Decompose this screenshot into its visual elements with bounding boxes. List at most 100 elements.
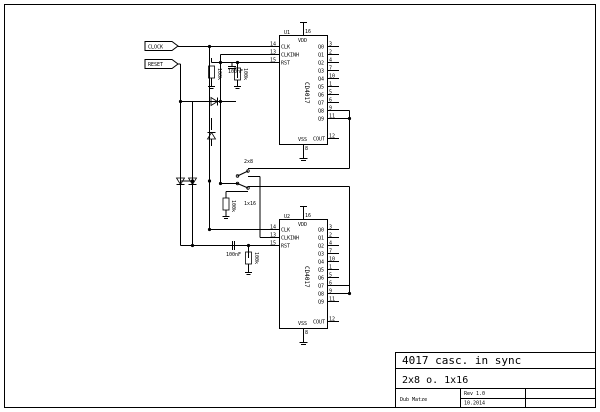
u2-q5-pin: 1 (329, 265, 332, 271)
r2-value: 100k (242, 68, 248, 80)
title-block-frame (395, 352, 596, 408)
u2-cout: COUT (313, 320, 325, 326)
u2-q8-pin: 9 (329, 289, 332, 295)
u2-outputs: Q0 Q1 Q2 Q3 Q4 Q5 Q6 Q7 Q8 Q9 COUT 3 2 4… (313, 225, 339, 326)
u1-q2: Q2 (318, 61, 324, 67)
clock-label: CLOCK (148, 45, 163, 51)
u1-q5-pin: 1 (329, 82, 332, 88)
u1-q8: Q8 (318, 109, 324, 115)
u1-pin-clkinh: CLKINH (281, 53, 299, 59)
u1-q2-pin: 4 (329, 58, 332, 64)
clock-port: CLOCK (144, 41, 179, 51)
u1-q6-pin: 5 (329, 90, 332, 96)
resistor-r2: 100k (234, 67, 248, 89)
resistor-r1: 100k (208, 65, 222, 89)
u2-q7: Q7 (318, 284, 324, 290)
u2-pin-rst: RST (281, 244, 290, 250)
u2-q8: Q8 (318, 292, 324, 298)
u2-chip: U2 VDD 16 VSS 8 CD4017 CLK CLKINH RST 14… (269, 206, 339, 345)
u2-q9: Q9 (318, 300, 324, 306)
u2-pin-clkinh: CLKINH (281, 236, 299, 242)
u1-q1: Q1 (318, 53, 324, 59)
u2-vdd-pin: 16 (305, 213, 311, 219)
c2-value: 100nF (226, 252, 241, 258)
u1-chip: U1 VDD 16 VSS 8 CD4017 CLK CLKINH RST 14… (269, 22, 339, 161)
r4-value: 100k (253, 252, 259, 264)
rev-text: Rev 1.0 (464, 391, 485, 397)
reset-label: RESET (148, 62, 163, 68)
switch-label-1x16: 1x16 (244, 201, 256, 207)
u1-vdd-label: VDD (298, 38, 307, 44)
u1-q4: Q4 (318, 77, 324, 83)
u2-q4: Q4 (318, 260, 324, 266)
r1-value: 100k (216, 68, 222, 80)
u2-q0: Q0 (318, 228, 324, 234)
u1-pin-clk: CLK (281, 45, 290, 51)
u1-q3: Q3 (318, 69, 324, 75)
switch-contacts (235, 169, 250, 190)
resistor-r3: 100k (222, 197, 236, 219)
title-block: 4017 casc. in sync 2x8 o. 1x16 Dub Matze… (395, 352, 596, 408)
c1-value: 100nF (228, 69, 243, 75)
u2-pin13: 13 (270, 233, 276, 239)
u1-q5: Q5 (318, 85, 324, 91)
u2-vss-label: VSS (298, 321, 307, 327)
u1-q9: Q9 (318, 117, 324, 123)
u1-part: CD4017 (303, 82, 310, 104)
capacitor-c2: 100nF (225, 241, 249, 258)
subtitle-text: 2x8 o. 1x16 (402, 375, 468, 386)
diode-d4 (187, 177, 198, 186)
u2-q3: Q3 (318, 252, 324, 258)
u2-q6: Q6 (318, 276, 324, 282)
u2-vss-pin: 8 (305, 330, 308, 336)
u2-pin-clk: CLK (281, 228, 290, 234)
u1-q0: Q0 (318, 45, 324, 51)
date-text: 10.2014 (464, 401, 485, 407)
u1-q7-pin: 6 (329, 98, 332, 104)
author-text: Dub Matze (400, 397, 427, 403)
u1-vss-pin: 8 (305, 146, 308, 152)
u1-cout: COUT (313, 137, 325, 143)
u2-pin14: 14 (270, 225, 276, 231)
r3-value: 100k (230, 200, 236, 212)
u1-pin14: 14 (270, 42, 276, 48)
wires (178, 46, 350, 294)
u2-q1: Q1 (318, 236, 324, 242)
u1-q0-pin: 3 (329, 42, 332, 48)
reset-port: RESET (144, 59, 179, 69)
u2-q6-pin: 5 (329, 273, 332, 279)
diode-d3 (175, 177, 186, 186)
u1-vss-label: VSS (298, 137, 307, 143)
u1-q8-pin: 9 (329, 106, 332, 112)
u2-q9-pin: 11 (329, 297, 335, 303)
u1-ref: U1 (284, 30, 290, 36)
u2-pin15: 15 (270, 241, 276, 247)
u2-q0-pin: 3 (329, 225, 332, 231)
u2-q4-pin: 10 (329, 257, 335, 263)
switch-label-2x8: 2x8 (244, 159, 253, 165)
u2-q2: Q2 (318, 244, 324, 250)
u2-q2-pin: 4 (329, 241, 332, 247)
u1-outputs: Q0 Q1 Q2 Q3 Q4 Q5 Q6 Q7 Q8 Q9 COUT 3 2 4… (313, 42, 339, 143)
u2-ref: U2 (284, 214, 290, 220)
u2-vdd-label: VDD (298, 222, 307, 228)
u1-pin-rst: RST (281, 61, 290, 67)
diode-d1 (210, 96, 219, 107)
junctions (178, 44, 352, 296)
diode-d2 (206, 131, 217, 146)
u1-q9-pin: 11 (329, 114, 335, 120)
u2-q1-pin: 2 (329, 233, 332, 239)
u1-q4-pin: 10 (329, 74, 335, 80)
u1-q1-pin: 2 (329, 50, 332, 56)
u2-cout-pin: 12 (329, 317, 335, 323)
u2-q7-pin: 6 (329, 281, 332, 287)
u1-vdd-pin: 16 (305, 29, 311, 35)
u1-pin15: 15 (270, 58, 276, 64)
u2-q3-pin: 7 (329, 249, 332, 255)
title-text: 4017 casc. in sync (402, 354, 521, 367)
u1-pin13: 13 (270, 50, 276, 56)
u1-cout-pin: 12 (329, 134, 335, 140)
resistor-r4: 100k (245, 251, 259, 275)
